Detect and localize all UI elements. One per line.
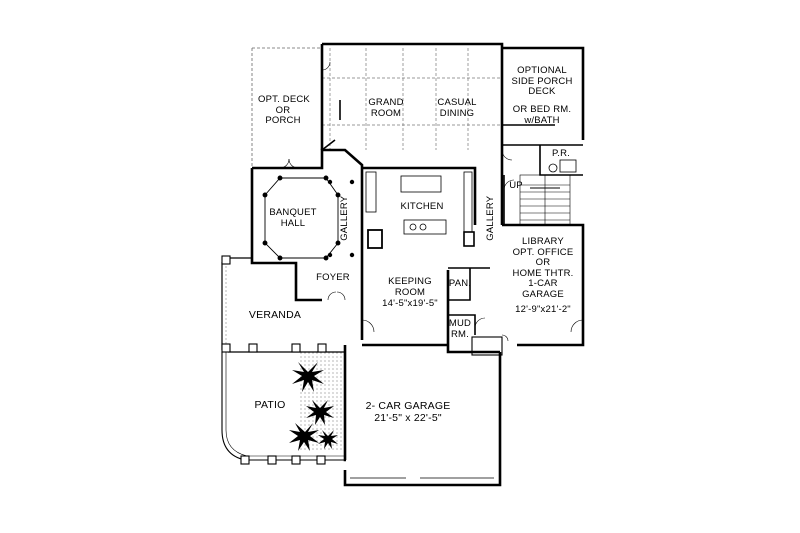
grand-room-label: GRAND ROOM <box>368 97 404 119</box>
pantry-label: PAN. <box>448 278 472 289</box>
rear-grid <box>322 48 502 150</box>
gallery-left-label: GALLERY <box>338 195 350 241</box>
veranda-posts <box>221 255 327 353</box>
stair <box>519 174 571 226</box>
kitchen-label: KITCHEN <box>400 201 444 212</box>
pr-label: P.R. <box>551 148 571 159</box>
banquet-octagon <box>262 175 341 261</box>
library-label: LIBRARY OPT. OFFICE OR HOME THTR. 1-CAR … <box>512 236 574 300</box>
gallery-right-label: GALLERY <box>484 195 496 241</box>
keeping-dim-label: 14'-5"x19'-5" <box>382 298 438 309</box>
veranda-label: VERANDA <box>248 309 302 321</box>
keeping-room-label: KEEPING ROOM <box>388 276 432 298</box>
gallery-columns <box>327 179 355 258</box>
patio-label: PATIO <box>254 399 286 411</box>
plant-icon <box>289 362 338 451</box>
casual-dining-label: CASUAL DINING <box>437 97 477 119</box>
up-label: UP <box>509 180 523 191</box>
opt-deck-label: OPT. DECK OR PORCH <box>258 94 310 126</box>
powder-room-fixtures <box>548 159 577 173</box>
library-dim-label: 12'-9"x21'-2" <box>515 304 571 315</box>
exterior-walls <box>250 42 585 487</box>
patio-posts <box>240 455 326 465</box>
foyer-label: FOYER <box>316 272 350 283</box>
garage-label: 2- CAR GARAGE <box>365 400 451 412</box>
banquet-hall-label: BANQUET HALL <box>269 207 317 229</box>
side-porch-label: OPTIONAL SIDE PORCH DECK <box>511 65 573 97</box>
or-bed-label: OR BED RM. w/BATH <box>512 104 572 126</box>
entry-stoop <box>471 336 503 356</box>
mud-room-label: MUD RM. <box>448 318 472 340</box>
door-swings <box>279 61 584 342</box>
kitchen-fixtures <box>365 171 475 249</box>
garage-dim-label: 21'-5" x 22'-5" <box>374 412 442 424</box>
